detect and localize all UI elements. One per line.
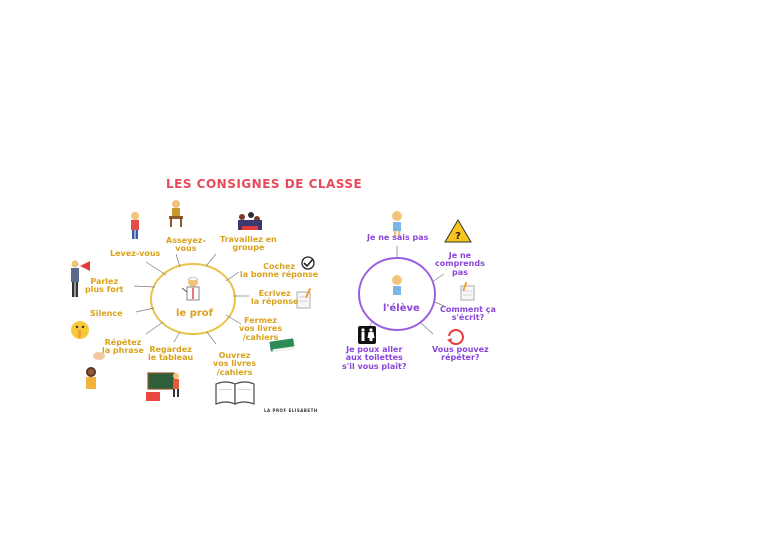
teacher-icon <box>181 276 200 301</box>
command-fermez: Fermez vos livres /cahiers <box>239 316 283 342</box>
student-sitting-icon <box>169 200 183 227</box>
checkmark-icon <box>301 256 315 270</box>
command-repetez: Répétez la phrase <box>102 338 144 356</box>
phrase-comment: Comment ça s'écrit? <box>440 305 496 323</box>
footer-credit: LA PROF ELISABETH <box>264 408 318 413</box>
warning-question-icon: ? <box>444 219 472 243</box>
page-title: LES CONSIGNES DE CLASSE <box>166 177 363 191</box>
teacher-circle <box>150 263 236 335</box>
poster: ? LES CONSIGNES DE CLASSE le prof l'élèv… <box>66 174 498 416</box>
group-icon <box>238 212 262 230</box>
mind-map: ? <box>71 200 475 405</box>
notepad-icon <box>460 281 475 301</box>
refresh-icon <box>447 329 464 345</box>
phrase-toilettes: Je poux aller aux toilettes s'il vous pl… <box>342 345 407 371</box>
phrase-jenesais: Je ne sais pas <box>367 233 429 242</box>
blackboard-icon <box>146 372 179 401</box>
command-ouvrez: Ouvrez vos livres /cahiers <box>213 351 257 377</box>
speech-bubble-icon <box>86 352 105 389</box>
teacher-center-label: le prof <box>176 308 214 319</box>
notepad-icon <box>296 288 312 309</box>
svg-text:?: ? <box>455 231 461 242</box>
command-regardez: Regardez le tableau <box>148 345 194 363</box>
megaphone-icon <box>71 260 90 297</box>
command-ecrivez: Ecrivez la réponse <box>251 289 299 307</box>
command-levez: Levez-vous <box>110 249 161 258</box>
command-parlez: Parlez plus fort <box>85 277 124 295</box>
teacher-arrows <box>133 253 249 345</box>
phrase-repeter: Vous pouvez répéter? <box>432 345 489 363</box>
student-standing-icon <box>131 212 139 239</box>
command-travaillez: Travaillez en groupe <box>220 235 277 253</box>
student-center-label: l'élève <box>383 303 420 314</box>
girl-icon <box>392 211 402 237</box>
shushing-face-icon <box>71 321 89 339</box>
command-silence: Silence <box>90 309 123 318</box>
girl-icon-center <box>392 275 402 295</box>
command-asseyez: Asseyez- vous <box>166 236 206 254</box>
command-cochez: Cochez la bonne réponse <box>240 262 319 280</box>
restroom-icon <box>358 326 376 344</box>
phrase-jenecomprends: Je ne comprends pas <box>435 251 485 277</box>
open-book-icon <box>215 381 255 405</box>
closed-book-icon <box>269 338 295 353</box>
